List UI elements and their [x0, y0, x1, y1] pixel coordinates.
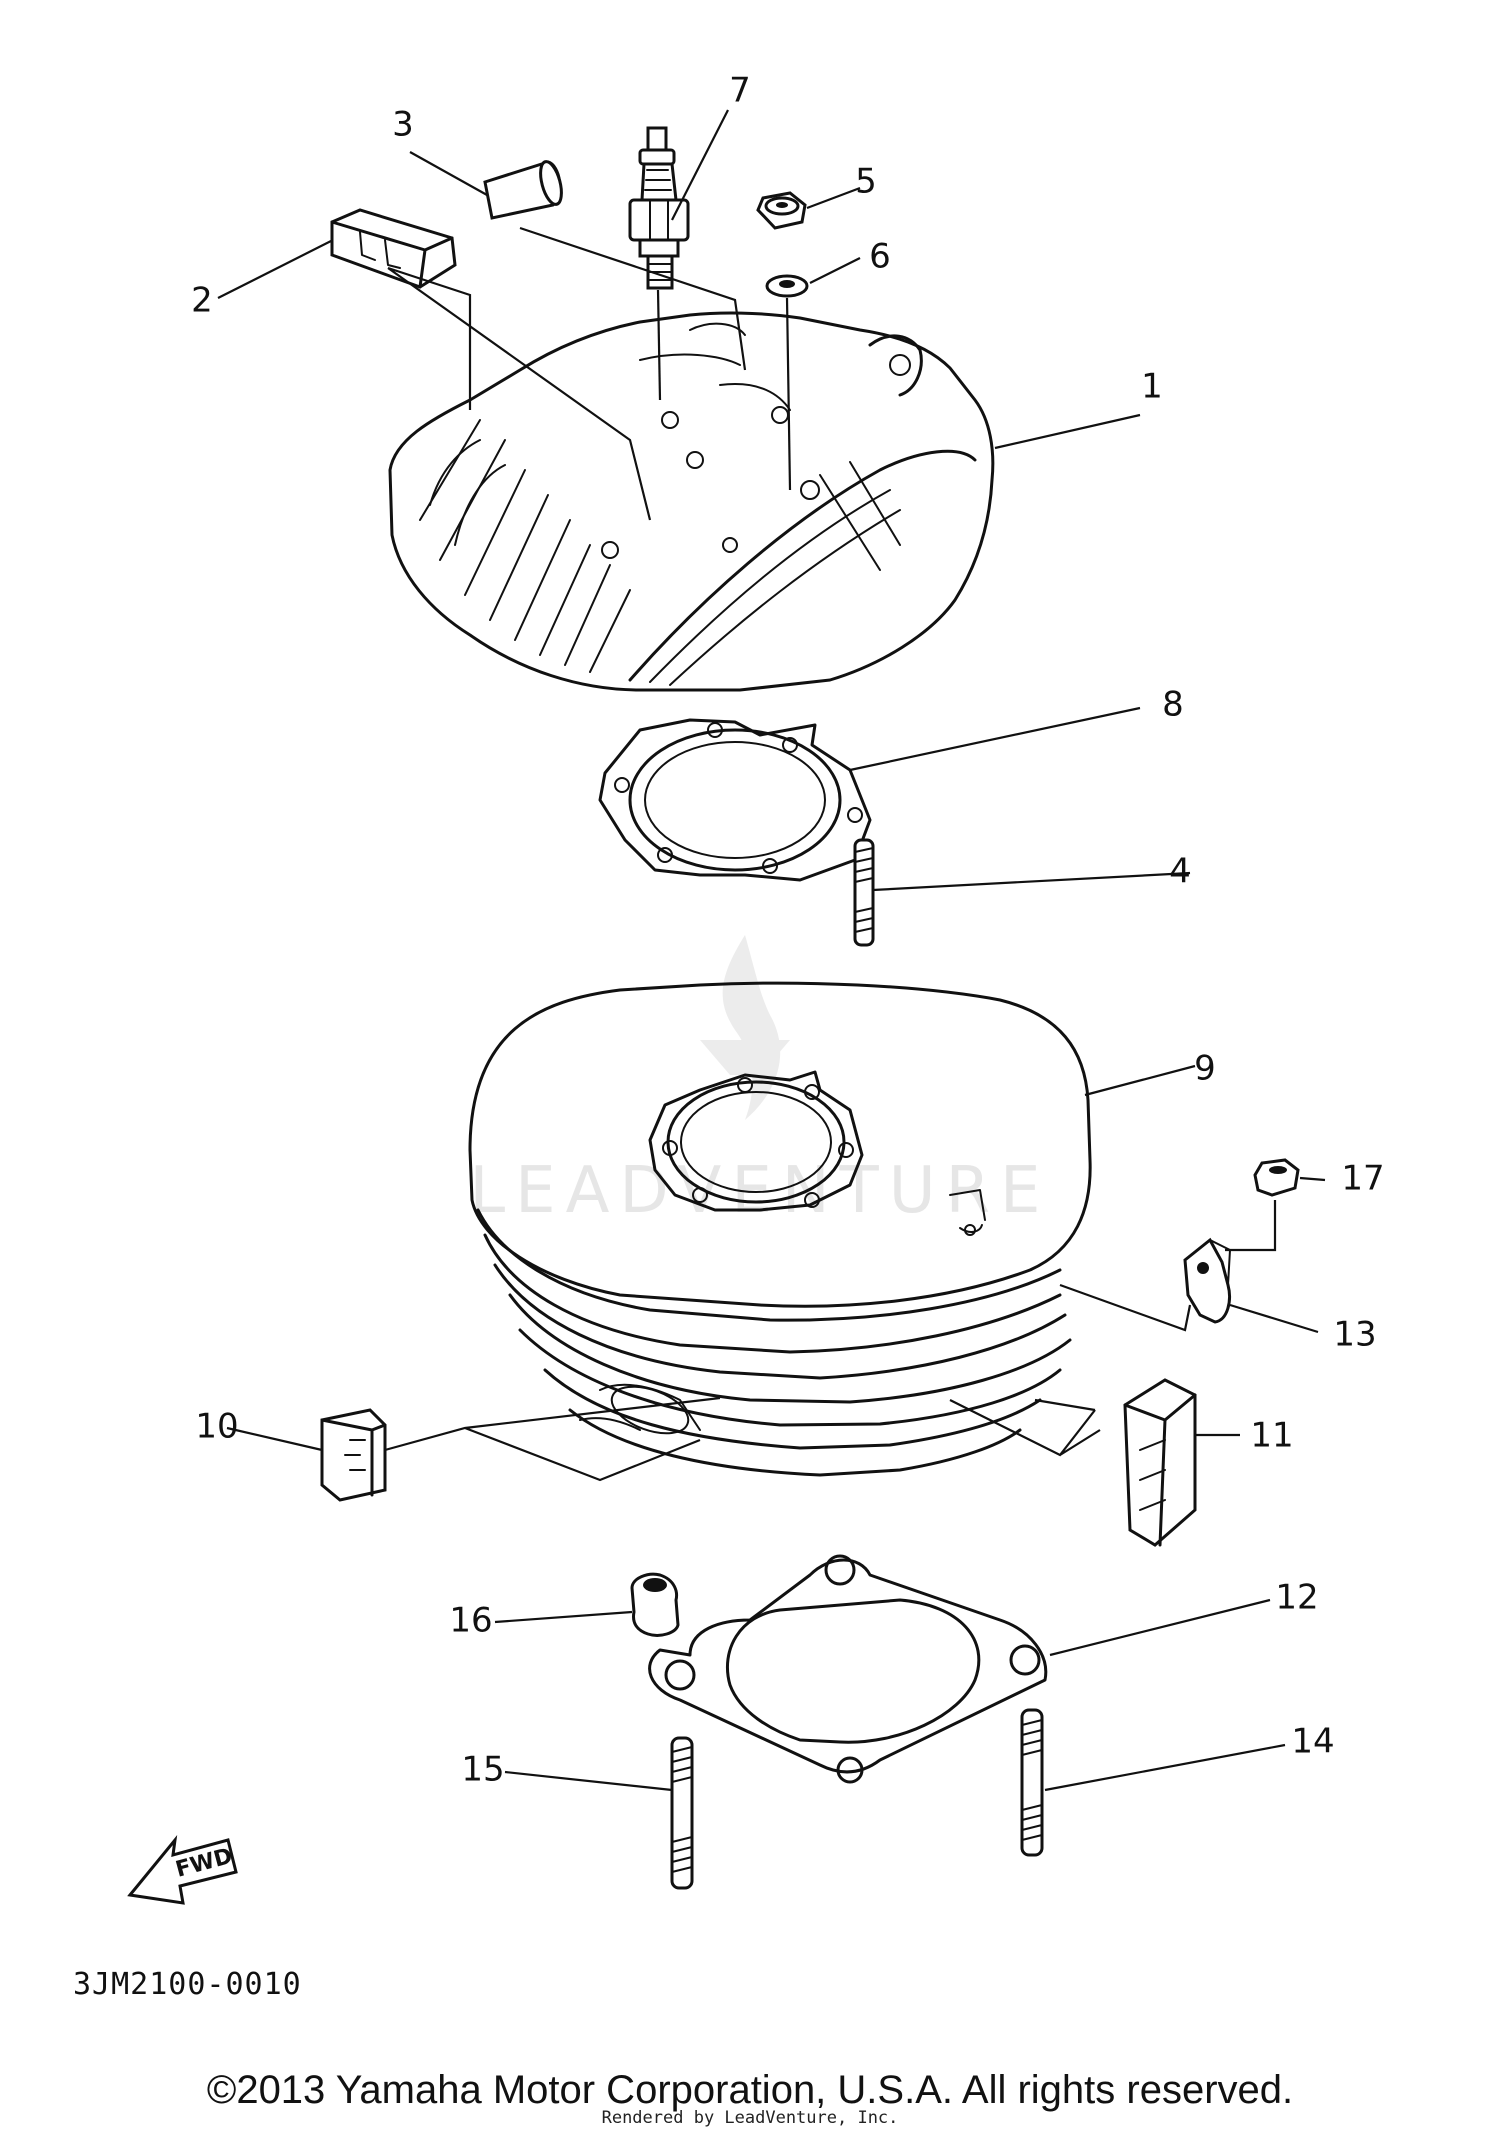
callout-17: 17 — [1341, 1159, 1384, 1199]
callout-13: 13 — [1333, 1315, 1376, 1355]
cylinder-head — [388, 311, 995, 692]
copyright-notice: ©2013 Yamaha Motor Corporation, U.S.A. A… — [206, 2068, 1294, 2112]
diagram-code: 3JM2100-0010 — [73, 1967, 302, 2002]
stud-part-4 — [853, 838, 875, 947]
callout-16: 16 — [449, 1601, 492, 1641]
bracket-part-13 — [1183, 1237, 1231, 1324]
nut-part-17 — [1253, 1158, 1300, 1197]
base-gasket-part-12 — [648, 1554, 1048, 1784]
callout-1: 1 — [1141, 367, 1163, 407]
head-gasket-part-8 — [598, 718, 872, 882]
callout-6: 6 — [869, 237, 891, 277]
callout-14: 14 — [1291, 1722, 1334, 1762]
washer-part-6 — [765, 274, 809, 298]
rendered-by-credit: Rendered by LeadVenture, Inc. — [601, 2108, 899, 2128]
callout-8: 8 — [1162, 685, 1184, 725]
damper-part-2 — [330, 208, 457, 289]
forward-direction-icon: FWD — [127, 1834, 238, 1905]
cap-part-3 — [483, 160, 563, 220]
callout-2: 2 — [191, 281, 213, 321]
nut-part-5 — [756, 191, 807, 230]
callout-5: 5 — [855, 162, 877, 202]
damper-part-10 — [320, 1408, 387, 1502]
callout-11: 11 — [1250, 1416, 1293, 1456]
stud-part-15 — [670, 1736, 694, 1890]
callout-12: 12 — [1275, 1578, 1318, 1618]
callout-9: 9 — [1194, 1049, 1216, 1089]
stud-part-14 — [1020, 1708, 1044, 1857]
damper-part-11 — [1123, 1378, 1197, 1547]
callout-3: 3 — [392, 105, 414, 145]
cylinder-part-9 — [468, 981, 1092, 1477]
callout-4: 4 — [1169, 852, 1191, 892]
leader-lines — [217, 109, 1326, 1792]
callout-15: 15 — [461, 1750, 504, 1790]
dowel-part-16 — [630, 1572, 680, 1637]
callout-labels: 1 2 3 4 5 6 7 8 9 10 11 12 13 14 15 16 1… — [191, 71, 1384, 1790]
callout-7: 7 — [729, 71, 751, 111]
callout-10: 10 — [195, 1407, 238, 1447]
